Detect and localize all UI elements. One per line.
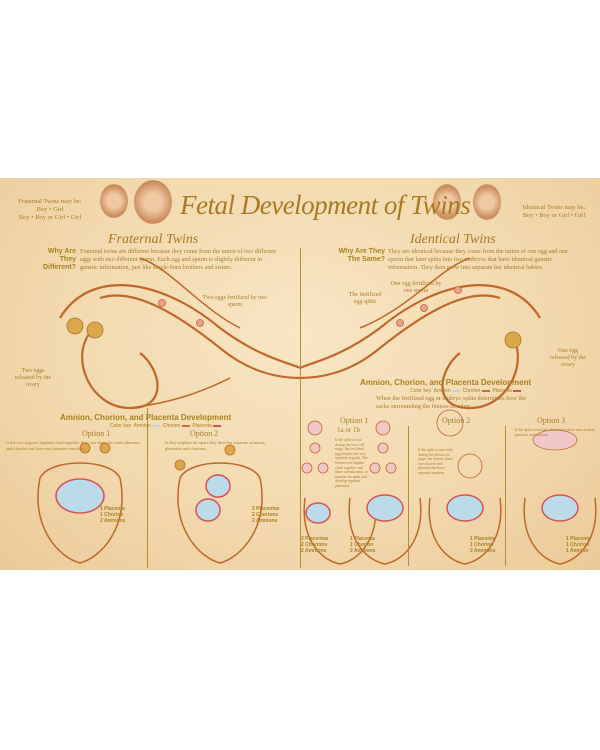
label-released: Two eggs released by the ovary <box>15 368 51 388</box>
text: 2 Chorions <box>301 542 328 548</box>
text: Boy • Boy or Girl • Girl <box>522 212 586 219</box>
fraternal-option-1-text: If the two zygotes implant close togethe… <box>6 440 140 451</box>
fraternal-description: Fraternal twins are different because th… <box>80 248 276 271</box>
fraternal-heading: Fraternal Twins <box>108 232 199 247</box>
identical-option-1b-result: 1 Placenta 1 Chorion 2 Amnions <box>350 536 375 554</box>
text: 2 Amnions <box>470 548 496 554</box>
identical-option-3-result: 1 Placenta 1 Chorion 1 Amnion <box>566 536 591 554</box>
text: 1 Placenta <box>350 536 375 542</box>
text: Color key <box>410 388 432 394</box>
color-key: Color key Amnion Chorion Placenta <box>410 388 522 394</box>
fraternal-option-2-result: 2 Placentas 2 Chorions 2 Amnions <box>252 506 280 524</box>
baby-photo <box>433 184 461 220</box>
identical-option-1a-result: 2 Placentas 2 Chorions 2 Amnions <box>301 536 329 554</box>
text: Boy • Girl <box>36 206 64 213</box>
fraternal-option-2-text: If they implant far apart they develop s… <box>165 440 266 451</box>
divider <box>408 426 409 566</box>
baby-photo <box>473 184 501 220</box>
text: 2 Placentas <box>301 536 329 542</box>
text: Chorion <box>162 423 181 429</box>
text: Amnion <box>433 388 451 394</box>
text: 1 Chorion <box>100 512 124 518</box>
anatomy-illustration <box>37 257 597 565</box>
identical-question: Why Are They The Same? <box>338 248 385 263</box>
identical-option-2-result: 1 Placenta 1 Chorion 2 Amnions <box>470 536 495 554</box>
identical-description: They are identical because they come fro… <box>388 248 568 271</box>
fraternal-option-1-title: Option 1 <box>82 429 111 438</box>
identical-may-be: Identical Twins may be: Boy • Boy or Gir… <box>510 204 598 220</box>
divider <box>505 426 506 566</box>
fraternal-option-2-title: Option 2 <box>190 429 219 438</box>
center-divider <box>300 248 301 568</box>
label-splits: The fertilized egg splits <box>348 292 382 305</box>
label-fertilized: One egg fertilized by one sperm <box>390 281 442 294</box>
identical-option-3-title: Option 3 <box>537 416 566 425</box>
text: 1 Chorion <box>470 542 494 548</box>
label-released: One egg released by the ovary <box>550 348 586 368</box>
text: Placenta <box>192 423 212 429</box>
color-key: Color key Amnion Chorion Placenta <box>110 423 222 429</box>
text: 2 Amnions <box>252 518 278 524</box>
baby-photo <box>100 184 128 218</box>
text: Amnion <box>133 423 151 429</box>
identical-option-1-subtitle: 1a or 1b <box>337 426 360 434</box>
text: 1 Amnion <box>566 548 589 554</box>
twins-poster: Fetal Development of Twins Fraternal Twi… <box>0 178 600 570</box>
identical-option-1-title: Option 1 <box>340 416 369 425</box>
poster-title: Fetal Development of Twins <box>180 190 471 220</box>
fraternal-question: Why Are They Different? <box>42 248 76 271</box>
identical-option-3-text: If the split occurs late, the fetuses sh… <box>515 428 595 437</box>
text: Placenta <box>492 388 512 394</box>
fraternal-may-be: Fraternal Twins may be: Boy • Girl Boy •… <box>10 198 90 222</box>
text: 2 Amnions <box>301 548 327 554</box>
fraternal-development-heading: Amnion, Chorion, and Placenta Developmen… <box>60 413 232 422</box>
text: 2 Amnions <box>350 548 376 554</box>
text: 2 Placentas <box>252 506 280 512</box>
text: 1 Placenta <box>100 506 125 512</box>
identical-development-heading: Amnion, Chorion, and Placenta Developmen… <box>360 378 532 387</box>
text: 2 Chorions <box>252 512 279 518</box>
identical-intro: When the fertilized egg or embryo splits… <box>376 395 527 410</box>
text: Chorion <box>462 388 481 394</box>
text: Identical Twins may be: <box>522 204 586 211</box>
text: Fraternal Twins may be: <box>18 198 82 205</box>
label-fertilized: Two eggs fertilized by two sperm <box>202 295 268 308</box>
text: 1 Chorion <box>350 542 374 548</box>
fraternal-option-1-result: 1 Placenta 1 Chorion 2 Amnions <box>100 506 125 524</box>
identical-option-2-text: If the split occurs early during the bla… <box>418 448 454 475</box>
divider <box>147 408 148 568</box>
identical-option-2-title: Option 2 <box>442 416 471 425</box>
identical-option-1-text: If the split occurs during the two-cell … <box>335 438 369 488</box>
text: 1 Chorion <box>566 542 590 548</box>
identical-heading: Identical Twins <box>410 232 496 247</box>
text: 2 Amnions <box>100 518 126 524</box>
text: 1 Placenta <box>470 536 495 542</box>
text: 1 Placenta <box>566 536 591 542</box>
text: Color key <box>110 423 132 429</box>
baby-photo <box>134 180 172 224</box>
text: Boy • Boy or Girl • Girl <box>18 214 82 221</box>
